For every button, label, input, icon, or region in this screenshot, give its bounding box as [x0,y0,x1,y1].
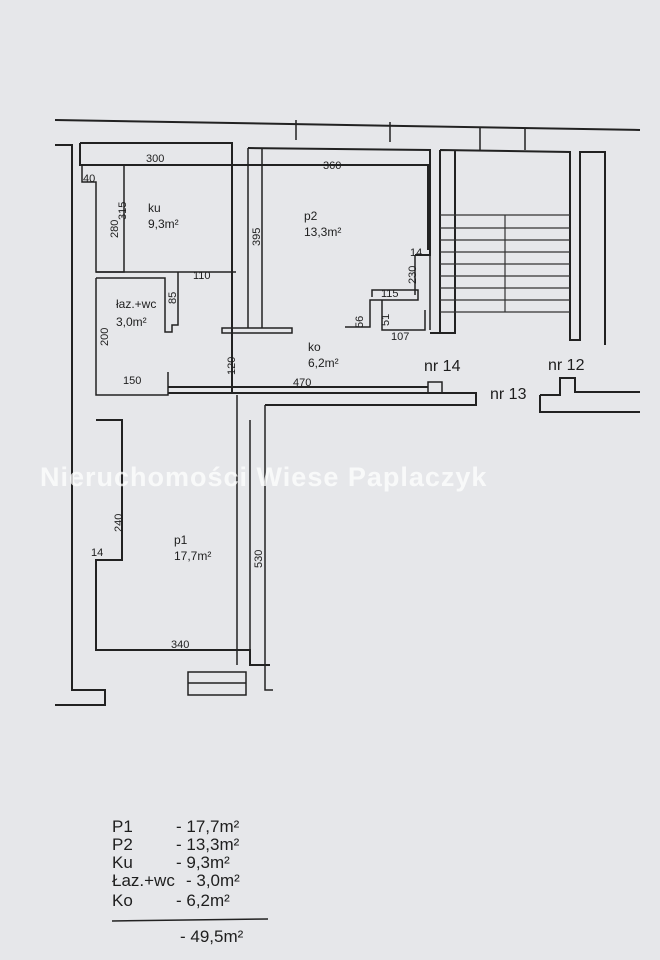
room-p1: p1 17,7m² [174,533,211,563]
legend-total: - 49,5m² [180,927,244,946]
legend-name: Łaz.+wc [112,871,175,890]
room-name: p1 [174,533,188,547]
room-name: łaz.+wc [116,297,156,311]
dim-label: 85 [167,292,179,304]
room-name: ku [148,201,161,215]
legend-name: P1 [112,817,133,836]
legend-value: - 9,3m² [176,853,230,872]
dim-label: 530 [253,550,265,568]
dim-label: 56 [354,316,366,328]
dim-label: 40 [83,173,95,185]
dim-label: 150 [123,375,141,387]
dim-label: 360 [323,160,341,172]
legend-value: - 13,3m² [176,835,240,854]
dim-label: 107 [391,331,409,343]
room-area: 6,2m² [308,356,339,370]
dim-label: 200 [99,328,111,346]
room-name: ko [308,340,321,354]
unit-label-nr13: nr 13 [490,386,527,403]
dim-label: 280 [109,220,121,238]
legend-value: - 17,7m² [176,817,240,836]
dim-label: 470 [293,377,311,389]
dim-label: 340 [171,639,189,651]
legend-value: - 3,0m² [186,871,240,890]
room-p2: p2 13,3m² [304,209,341,239]
dim-label: 300 [146,153,164,165]
dim-label: 110 [193,270,211,282]
dim-label: 230 [407,266,419,284]
dimension-labels: 300 360 40 315 280 395 14 230 115 110 85… [83,153,422,651]
unit-label-nr12: nr 12 [548,357,585,374]
room-ku: ku 9,3m² [148,201,179,231]
area-legend: P1 - 17,7m² P2 - 13,3m² Ku - 9,3m² Łaz.+… [111,817,269,946]
dim-label: 51 [380,314,392,326]
dim-label: 14 [410,247,422,259]
legend-value: - 6,2m² [176,891,230,910]
room-laz: łaz.+wc 3,0m² [116,297,156,329]
legend-name: Ko [112,891,133,910]
room-area: 13,3m² [304,225,341,239]
legend-name: P2 [112,835,133,854]
dim-label: 115 [381,288,399,300]
legend-name: Ku [112,853,133,872]
dim-label: 120 [226,357,238,375]
room-name: p2 [304,209,318,223]
room-area: 17,7m² [174,549,211,563]
dim-label: 315 [117,202,129,220]
unit-label-nr14: nr 14 [424,358,461,375]
room-area: 9,3m² [148,217,179,231]
room-area: 3,0m² [116,315,147,329]
watermark: Nieruchomości Wiese Paplaczyk [40,462,487,492]
walls [54,119,641,706]
legend-divider [111,918,269,922]
dim-label: 14 [91,547,103,559]
dim-label: 240 [113,514,125,532]
dim-label: 395 [251,228,263,246]
room-ko: ko 6,2m² [308,340,339,370]
